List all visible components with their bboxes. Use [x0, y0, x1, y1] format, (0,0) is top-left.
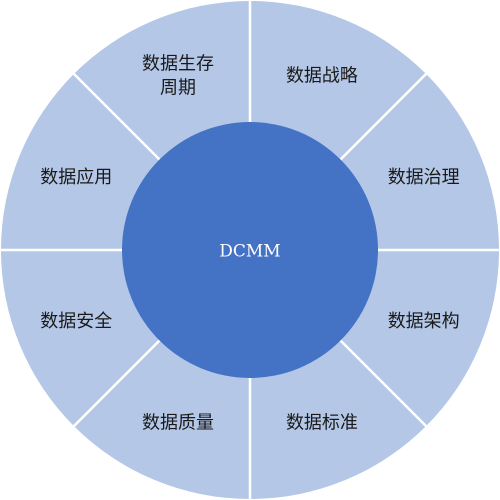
segment-label-line: 数据应用	[40, 167, 112, 188]
segment-label-line: 周期	[160, 77, 196, 98]
segment-divider	[71, 71, 161, 161]
segment-label-architecture: 数据架构	[388, 311, 460, 332]
center-label: DCMM	[219, 242, 280, 262]
segment-label-strategy: 数据战略	[286, 65, 358, 86]
segment-label-line: 数据标准	[286, 413, 358, 434]
segment-label-quality: 数据质量	[142, 413, 214, 434]
center-circle	[122, 122, 378, 378]
segment-label-line: 数据架构	[388, 311, 460, 332]
segment-label-line: 数据生存	[142, 53, 214, 74]
segment-divider	[339, 339, 429, 429]
segment-label-standards: 数据标准	[286, 413, 358, 434]
segment-divider	[71, 339, 161, 429]
segment-label-governance: 数据治理	[388, 167, 460, 188]
segment-label-line: 数据战略	[286, 65, 358, 86]
segment-label-line: 数据安全	[40, 311, 112, 332]
segment-label-security: 数据安全	[40, 311, 112, 332]
segment-label-line: 数据质量	[142, 413, 214, 434]
segment-label-application: 数据应用	[40, 167, 112, 188]
segment-label-line: 数据治理	[388, 167, 460, 188]
segment-label-lifecycle: 数据生存周期	[142, 53, 214, 98]
segment-divider	[339, 71, 429, 161]
